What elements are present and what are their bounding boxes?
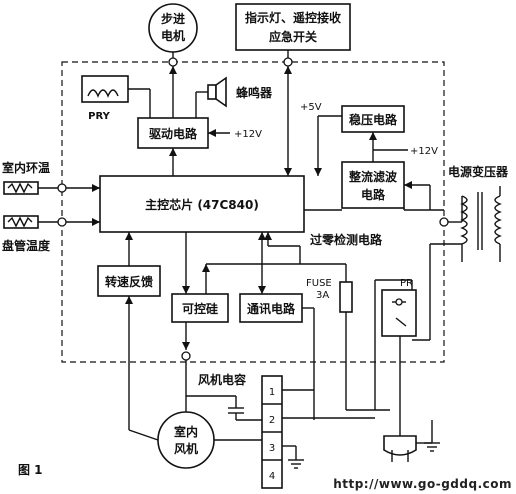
indoor-fan-symbol [157, 411, 215, 469]
rectifier-label-1: 整流滤波 [348, 169, 398, 184]
indicator-label-1: 指示灯、遥控接收 [245, 10, 341, 25]
main-chip-box [99, 175, 305, 233]
terminal-3: 3 [269, 443, 275, 454]
speed-feedback-label: 转速反馈 [105, 274, 153, 289]
main-chip-label: 主控芯片 (47C840) [145, 197, 259, 212]
pr-relay-box [381, 289, 417, 337]
indicator-box [235, 3, 351, 51]
fan-cap-label: 风机电容 [198, 372, 246, 387]
transformer-primary-icon [460, 195, 468, 245]
thyristor-label: 可控硅 [182, 301, 218, 316]
indicator-label-2: 应急开关 [269, 29, 317, 44]
indoor-fan-label-1: 室内 [174, 424, 198, 439]
plus12-b-label: +12V [410, 146, 438, 157]
stepper-motor-label-2: 电机 [161, 28, 185, 43]
driver-circuit-label: 驱动电路 [149, 126, 198, 141]
pipe-temp-sensor-icon [3, 215, 39, 229]
transformer-secondary-icon [494, 195, 502, 245]
room-temp-sensor-icon [3, 181, 39, 195]
board-outline [61, 61, 445, 363]
zero-cross-label: 过零检测电路 [310, 232, 383, 247]
rectifier-label-2: 电路 [361, 187, 386, 202]
figure-caption: 图 1 [18, 463, 43, 477]
plus5-label: +5V [300, 102, 322, 113]
regulator-label: 稳压电路 [349, 112, 398, 127]
comm-circuit-label: 通讯电路 [247, 301, 296, 316]
watermark-url: http://www.go-gddq.com [333, 477, 512, 491]
pr-label: PR [400, 278, 413, 289]
terminal-2: 2 [269, 415, 275, 426]
plus12-a-label: +12V [234, 129, 262, 140]
stepper-motor-label-1: 步进 [161, 11, 185, 26]
room-temp-label: 室内环温 [2, 160, 50, 175]
indoor-fan-label-2: 风机 [174, 441, 198, 456]
transformer-label: 电源变压器 [448, 164, 509, 179]
fuse-label-1: FUSE [306, 278, 332, 289]
fuse-icon [339, 281, 353, 313]
terminal-4: 4 [269, 471, 275, 482]
relay-switch-icon [395, 317, 407, 327]
terminal-1: 1 [269, 387, 275, 398]
fuse-label-2: 3A [316, 290, 329, 301]
relay-coil-icon [87, 89, 119, 98]
driver-circuit-box [137, 117, 209, 149]
pipe-temp-label: 盘管温度 [2, 238, 51, 253]
power-plug-icon [383, 435, 417, 456]
pry-label: PRY [88, 111, 110, 122]
thyristor-box [171, 293, 229, 323]
buzzer-label: 蜂鸣器 [236, 85, 273, 100]
buzzer-icon [207, 84, 217, 100]
rectifier-box [341, 161, 405, 209]
pry-relay-box [81, 75, 129, 103]
